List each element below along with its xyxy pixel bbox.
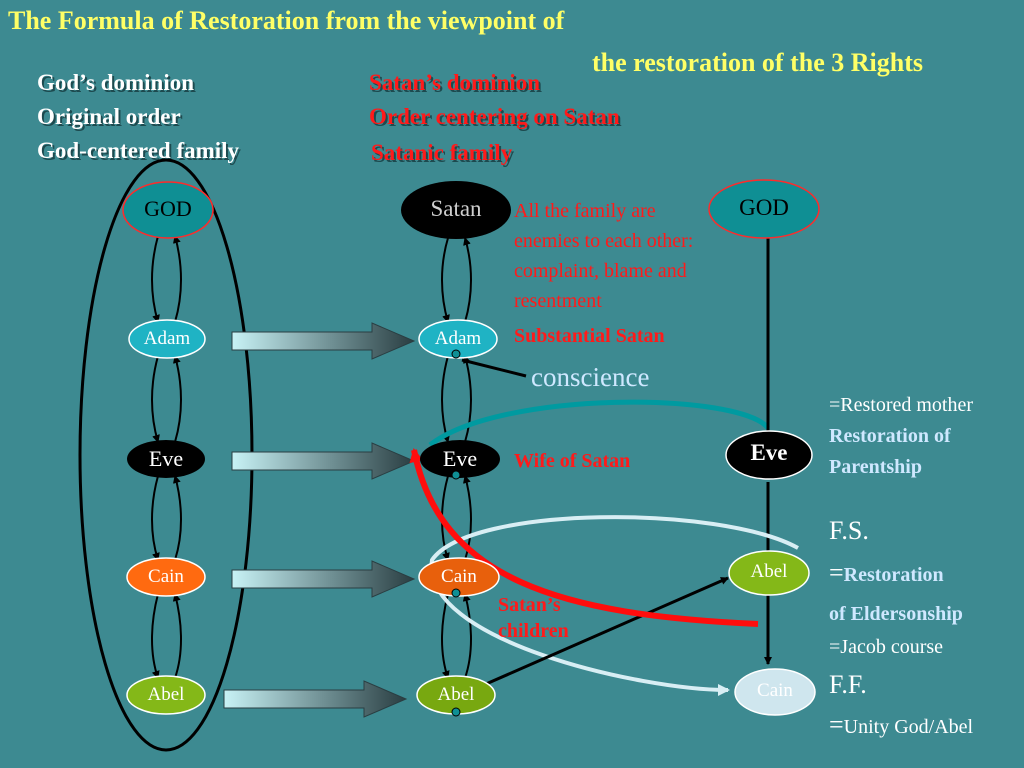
right-cain-node (734, 668, 816, 716)
middle-satan-label: Satan (430, 196, 482, 221)
middle-abel-label: Abel (437, 684, 475, 705)
header-gods-dominion: God’s dominion (37, 70, 195, 95)
right-eve-node (725, 430, 813, 480)
left-adam-label: Adam (143, 328, 191, 349)
note-enemies-line-1: All the family are (514, 200, 656, 222)
header-original-order: Original order (37, 104, 181, 129)
right-abel-label: Abel (750, 561, 788, 582)
middle-satan-node (401, 181, 511, 239)
left-eve-node (127, 440, 205, 478)
note-restoration-line: =Restoration (829, 558, 944, 591)
note-parentship: Restoration of Parentship (829, 421, 951, 483)
note-satans-children-line-1: Satan’s (498, 594, 561, 616)
note-enemies-line-3: complaint, blame and (514, 260, 687, 282)
note-ff-equals: = (829, 710, 844, 739)
left-god-label: GOD (144, 196, 192, 221)
right-god-node (708, 179, 820, 239)
red-curved-arrow (409, 448, 759, 627)
right-eve-label: Eve (750, 440, 788, 465)
header-god-centered-family: God-centered family (37, 138, 240, 163)
header-satanic-family: Satanic family (371, 140, 513, 165)
note-fs-equals: = (829, 558, 844, 587)
middle-adam-label: Adam (434, 328, 482, 349)
note-satans-children: Satan’s children (498, 592, 569, 644)
note-substantial-satan: Substantial Satan (514, 325, 665, 347)
teal-arc (428, 399, 770, 447)
note-parentship-line-1: Restoration of (829, 425, 951, 447)
left-god-node (122, 181, 214, 239)
left-eve-label: Eve (148, 446, 184, 471)
right-abel-node (728, 550, 810, 596)
transfer-arrows (223, 322, 416, 718)
note-unity: Unity God/Abel (843, 716, 974, 738)
note-satans-children-line-2: children (498, 620, 569, 642)
light-loop (429, 515, 799, 696)
note-jacob-course: =Jacob course (829, 636, 944, 658)
note-parentship-line-2: Parentship (829, 456, 922, 478)
left-adam-node (128, 319, 206, 359)
header-satans-dominion: Satan’s dominion (369, 70, 541, 95)
middle-cain-label: Cain (441, 566, 477, 587)
middle-eve-label: Eve (442, 446, 478, 471)
conscience-line (461, 358, 527, 378)
title-line-2: the restoration of the 3 Rights (592, 48, 923, 77)
note-enemies-line-2: enemies to each other: (514, 230, 694, 252)
note-restored-mother: =Restored mother (829, 394, 974, 416)
note-restoration-word: Restoration (843, 564, 944, 586)
note-unity-line: =Unity God/Abel (829, 710, 973, 740)
note-enemies-line-4: resentment (514, 290, 602, 312)
right-cain-label: Cain (757, 680, 793, 701)
note-enemies: All the family are enemies to each other… (514, 196, 693, 316)
marker-dots (451, 349, 461, 717)
left-cain-node (126, 557, 206, 597)
note-eldership: of Eldersonship (829, 603, 963, 625)
abel-to-abel-arrow (485, 576, 729, 686)
left-cain-label: Cain (148, 566, 184, 587)
right-god-label: GOD (739, 195, 789, 220)
left-abel-label: Abel (147, 684, 185, 705)
middle-eve-node (420, 440, 500, 478)
header-order-centering-on-satan: Order centering on Satan (369, 104, 620, 129)
note-ff: F.F. (829, 670, 867, 699)
left-column-connectors (151, 235, 182, 679)
note-fs: F.S. (829, 516, 869, 545)
left-abel-node (126, 675, 206, 715)
note-wife-of-satan: Wife of Satan (514, 450, 631, 472)
title-line-1: The Formula of Restoration from the view… (8, 6, 565, 35)
note-conscience: conscience (531, 362, 650, 392)
